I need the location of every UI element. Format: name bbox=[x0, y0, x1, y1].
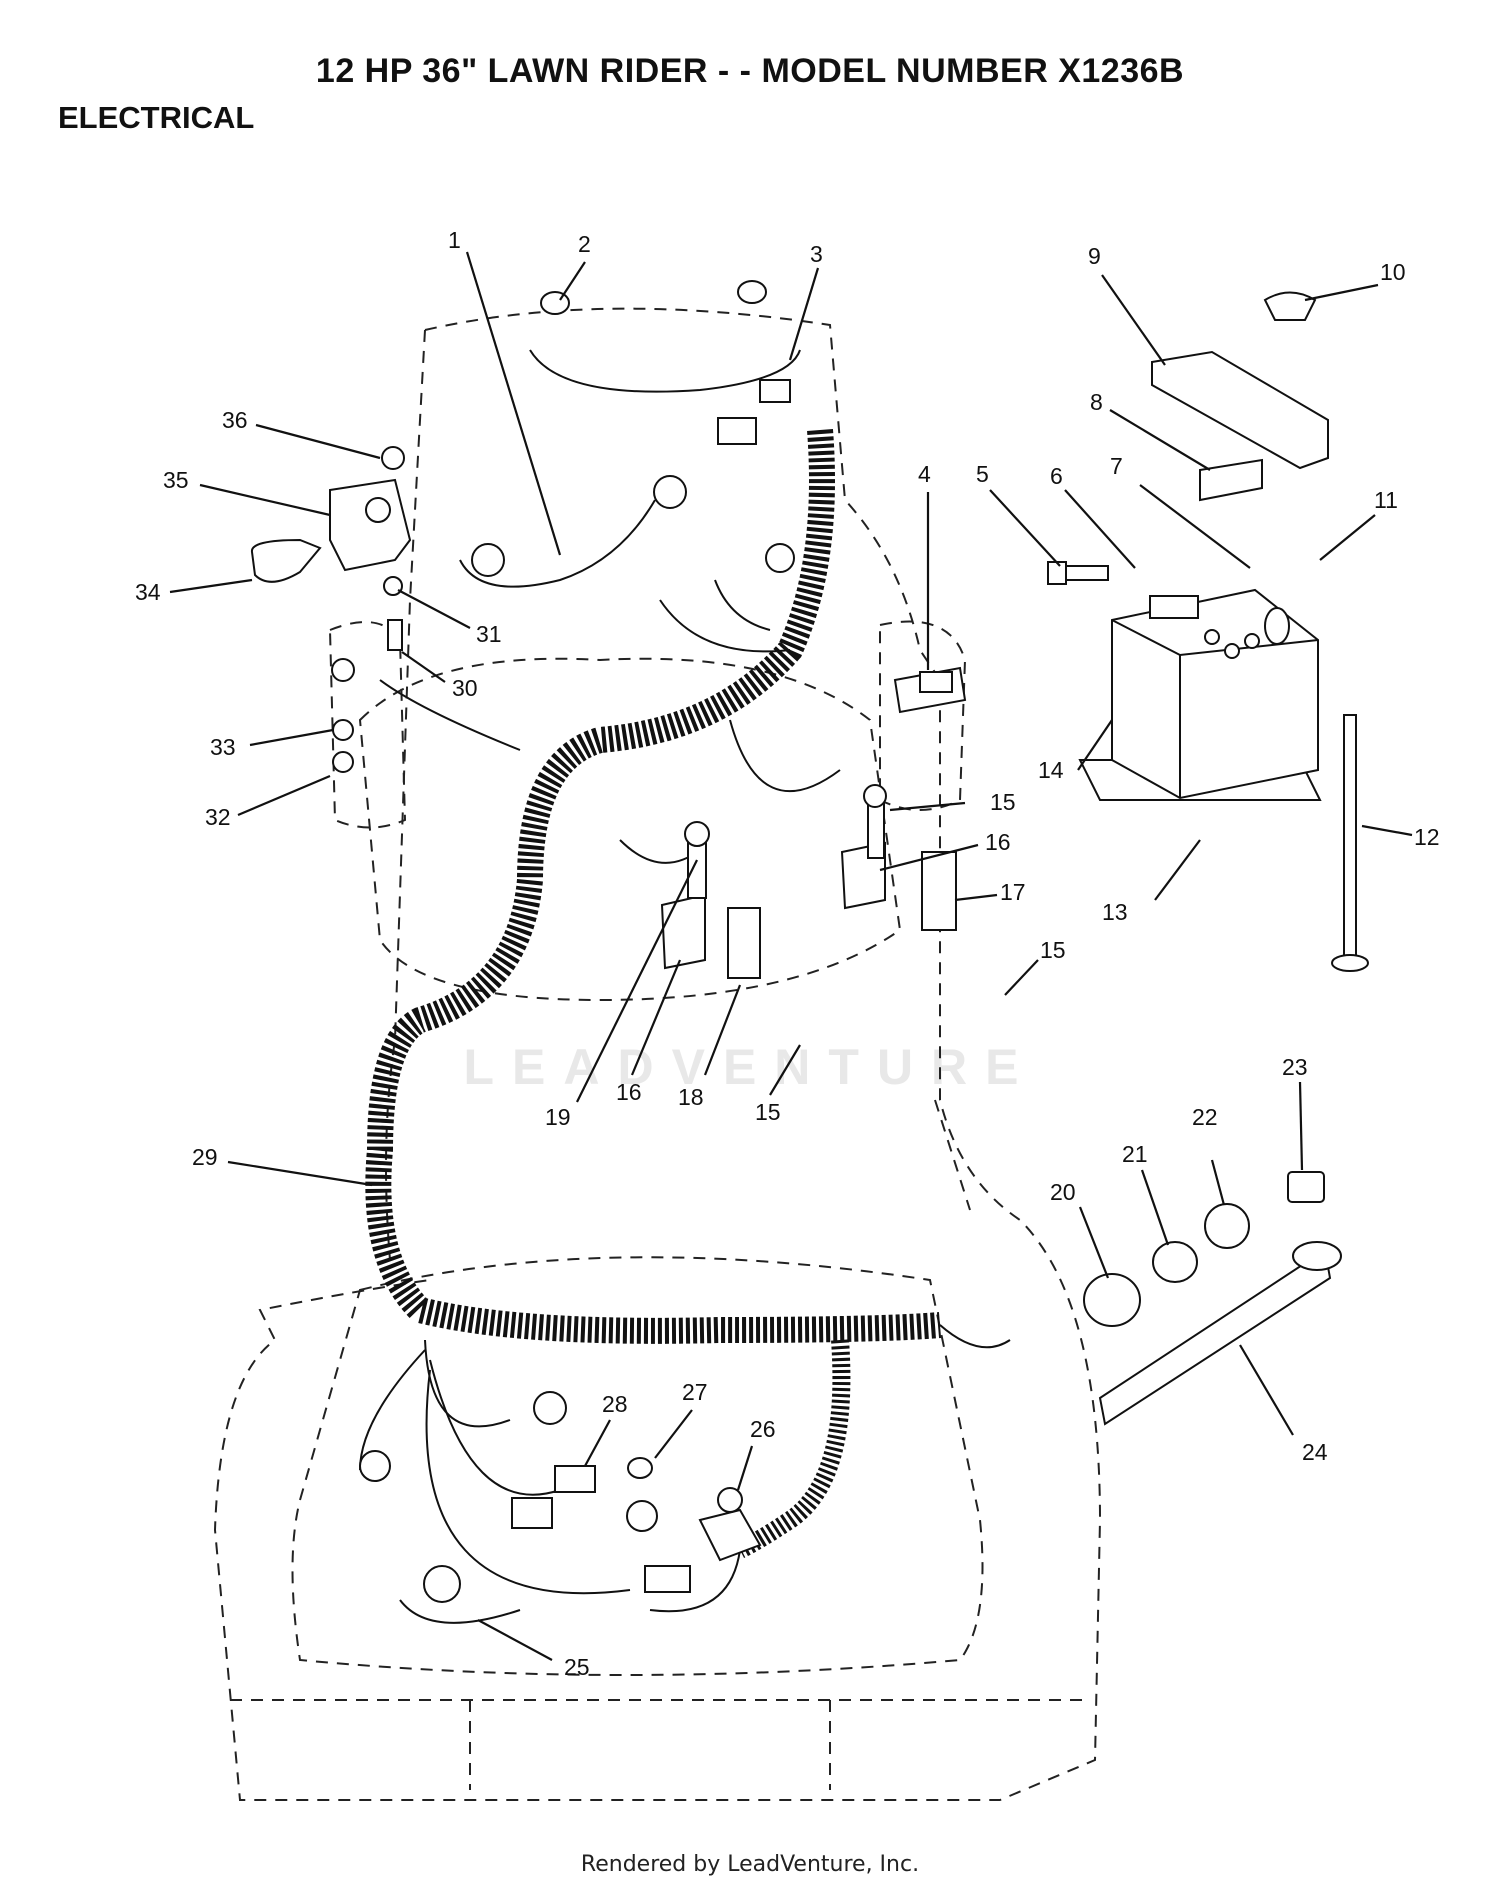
callout-7: 7 bbox=[1110, 453, 1123, 479]
callout-12: 12 bbox=[1414, 824, 1440, 850]
coiled-harness bbox=[365, 429, 942, 1559]
callout-3: 3 bbox=[810, 241, 823, 267]
callout-27: 27 bbox=[682, 1379, 708, 1405]
callout-17: 17 bbox=[1000, 879, 1026, 905]
callout-31: 31 bbox=[476, 621, 502, 647]
tractor-outline bbox=[213, 307, 1102, 1801]
callout-11: 11 bbox=[1374, 487, 1398, 513]
callout-28: 28 bbox=[602, 1391, 628, 1417]
callout-14: 14 bbox=[1038, 757, 1064, 783]
callout-16a: 16 bbox=[985, 829, 1011, 855]
diagram-title: 12 HP 36" LAWN RIDER - - MODEL NUMBER X1… bbox=[315, 52, 1185, 90]
callout-35: 35 bbox=[163, 467, 189, 493]
callout-15b: 15 bbox=[1040, 937, 1066, 963]
callout-15a: 15 bbox=[990, 789, 1016, 815]
callout-25: 25 bbox=[564, 1654, 590, 1680]
callout-34: 34 bbox=[135, 579, 161, 605]
callout-4: 4 bbox=[918, 461, 931, 487]
callout-30: 30 bbox=[452, 675, 478, 701]
callout-36: 36 bbox=[222, 407, 248, 433]
callout-32: 32 bbox=[205, 804, 231, 830]
callout-18: 18 bbox=[678, 1084, 704, 1110]
callout-29: 29 bbox=[192, 1144, 218, 1170]
callout-5: 5 bbox=[976, 461, 989, 487]
callout-21: 21 bbox=[1122, 1141, 1148, 1167]
callout-16b: 16 bbox=[616, 1079, 642, 1105]
callout-9: 9 bbox=[1088, 243, 1101, 269]
callout-23: 23 bbox=[1282, 1054, 1308, 1080]
parts bbox=[251, 280, 1369, 1603]
section-heading: ELECTRICAL bbox=[58, 100, 255, 135]
callout-numbers: 1 2 3 4 5 6 7 8 9 10 11 12 13 14 15 15 1… bbox=[135, 227, 1440, 1680]
callout-8: 8 bbox=[1090, 389, 1103, 415]
callout-1: 1 bbox=[448, 227, 461, 253]
footer-credit: Rendered by LeadVenture, Inc. bbox=[580, 1852, 920, 1877]
callout-15c: 15 bbox=[755, 1099, 781, 1125]
callout-33: 33 bbox=[210, 734, 236, 760]
callout-10: 10 bbox=[1380, 259, 1406, 285]
callout-20: 20 bbox=[1050, 1179, 1076, 1205]
callout-2: 2 bbox=[578, 231, 591, 257]
callout-24: 24 bbox=[1302, 1439, 1328, 1465]
leader-lines bbox=[169, 251, 1413, 1661]
callout-19: 19 bbox=[545, 1104, 571, 1130]
callout-26: 26 bbox=[750, 1416, 776, 1442]
watermark: LEADVENTURE bbox=[463, 1039, 1037, 1095]
callout-6: 6 bbox=[1050, 463, 1063, 489]
callout-22: 22 bbox=[1192, 1104, 1218, 1130]
callout-13: 13 bbox=[1102, 899, 1128, 925]
